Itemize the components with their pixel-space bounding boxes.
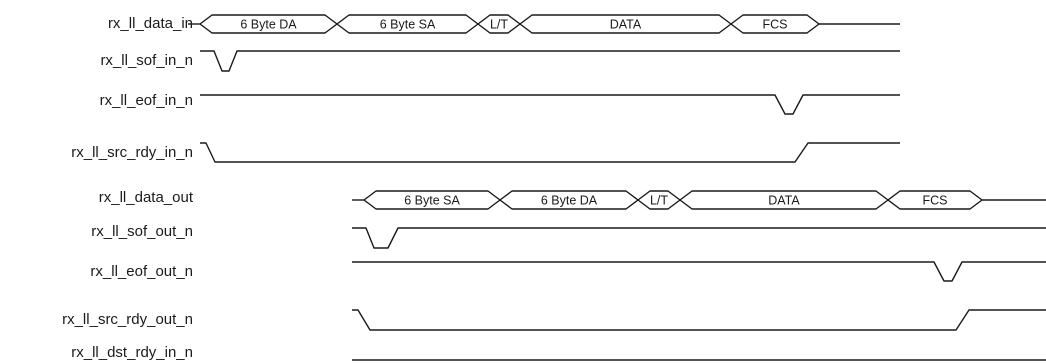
signal-label-rx-ll-data-out: rx_ll_data_out xyxy=(98,189,193,206)
wave-src-rdy-in-n xyxy=(200,142,900,163)
signal-label-rx-ll-sof-out-n: rx_ll_sof_out_n xyxy=(91,223,193,240)
wave-eof-in-n xyxy=(200,94,900,115)
signal-label-rx-ll-sof-in-n: rx_ll_sof_in_n xyxy=(100,52,193,69)
signal-label-rx-ll-dst-rdy-in-n: rx_ll_dst_rdy_in_n xyxy=(71,344,193,361)
bus-out-label-sa: 6 Byte SA xyxy=(404,194,460,208)
signal-label-rx-ll-eof-out-n: rx_ll_eof_out_n xyxy=(90,263,193,280)
bus-out-label-fcs: FCS xyxy=(923,194,948,208)
wave-sof-out-n xyxy=(352,227,1046,249)
signal-label-rx-ll-data-in: rx_ll_data_in xyxy=(107,15,193,32)
bus-out-label-da: 6 Byte DA xyxy=(541,194,598,208)
bus-in-label-sa: 6 Byte SA xyxy=(380,18,436,32)
wave-eof-out-n xyxy=(352,261,1046,282)
bus-in-label-data: DATA xyxy=(610,18,642,32)
signal-label-rx-ll-src-rdy-in-n: rx_ll_src_rdy_in_n xyxy=(71,144,193,161)
bus-out-label-data: DATA xyxy=(768,194,800,208)
bus-in-label-da: 6 Byte DA xyxy=(240,18,297,32)
wave-sof-in-n xyxy=(200,50,900,72)
bus-in-label-lt: L/T xyxy=(490,18,508,32)
signal-label-rx-ll-eof-in-n: rx_ll_eof_in_n xyxy=(99,92,193,109)
wave-src-rdy-out-n xyxy=(352,309,1046,331)
bus-out-label-lt: L/T xyxy=(650,194,668,208)
signal-label-rx-ll-src-rdy-out-n: rx_ll_src_rdy_out_n xyxy=(62,311,193,328)
bus-in-label-fcs: FCS xyxy=(763,18,788,32)
